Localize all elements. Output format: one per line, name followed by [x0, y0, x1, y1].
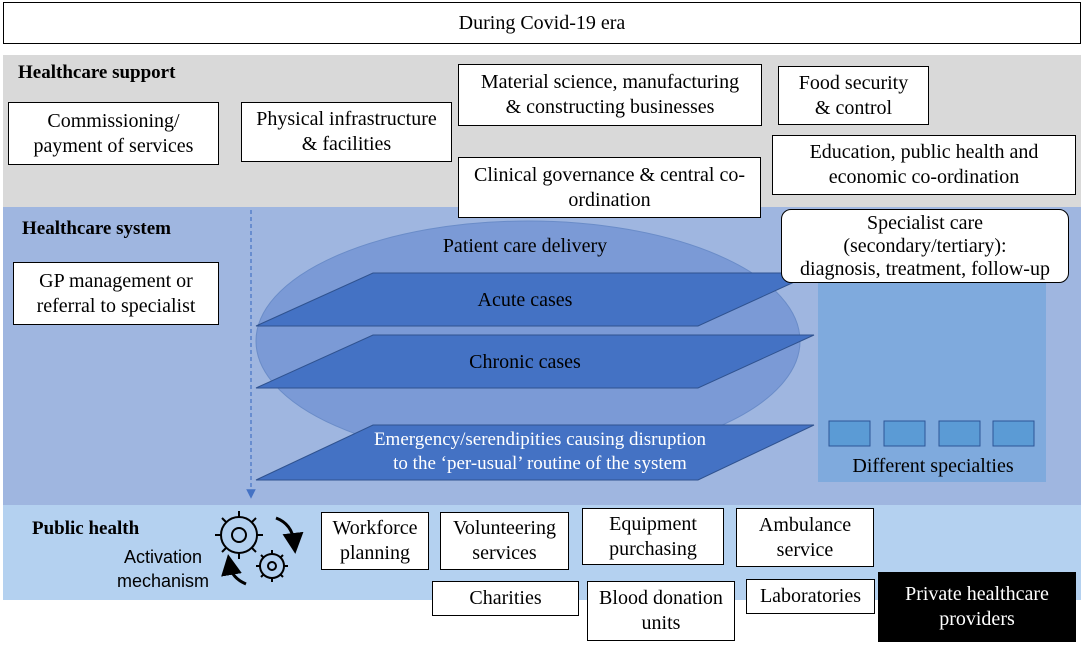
- education-text: Education, public health and economic co…: [809, 141, 1039, 188]
- specialist-care-text: Specialist care (secondary/tertiary): di…: [800, 211, 1050, 280]
- commissioning-box: Commissioning/ payment of services: [8, 102, 219, 165]
- activation-mechanism-label: Activation mechanism: [116, 547, 210, 591]
- volunteering-services-text: Volunteering services: [453, 517, 556, 564]
- charities-text: Charities: [469, 587, 542, 609]
- food-security-text: Food security & control: [798, 71, 909, 119]
- specialty-box-1: [828, 420, 871, 447]
- material-science-text: Material science, manufacturing & constr…: [480, 71, 740, 118]
- acute-cases-plane: [255, 272, 815, 327]
- healthcare-support-heading: Healthcare support: [18, 62, 176, 83]
- patient-care-delivery-label: Patient care delivery: [442, 235, 608, 257]
- equipment-purchasing-box: Equipment purchasing: [582, 508, 724, 565]
- gears-icon: [215, 511, 288, 582]
- education-box: Education, public health and economic co…: [772, 135, 1076, 195]
- gp-management-text: GP management or referral to specialist: [36, 269, 196, 317]
- commissioning-text: Commissioning/ payment of services: [33, 109, 194, 157]
- blood-donation-box: Blood donation units: [587, 581, 735, 641]
- chronic-cases-plane: [255, 334, 815, 389]
- emergency-label: Emergency/serendipities causing disrupti…: [373, 429, 707, 474]
- volunteering-services-box: Volunteering services: [440, 512, 569, 570]
- physical-infrastructure-box: Physical infrastructure & facilities: [241, 102, 452, 162]
- ambulance-service-text: Ambulance service: [758, 513, 852, 561]
- specialist-care-box: Specialist care (secondary/tertiary): di…: [781, 209, 1069, 283]
- healthcare-system-heading: Healthcare system: [22, 218, 171, 239]
- physical-infrastructure-text: Physical infrastructure & facilities: [256, 108, 437, 155]
- food-security-box: Food security & control: [778, 66, 929, 125]
- laboratories-text: Laboratories: [759, 585, 862, 607]
- different-specialties-label: Different specialties: [852, 455, 1014, 477]
- specialty-panel: [818, 268, 1046, 482]
- acute-cases-label: Acute cases: [477, 289, 573, 311]
- equipment-purchasing-text: Equipment purchasing: [609, 512, 697, 560]
- specialty-box-2: [883, 420, 926, 447]
- clinical-governance-box: Clinical governance & central co- ordina…: [458, 157, 761, 218]
- specialty-box-3: [938, 420, 981, 447]
- workforce-planning-box: Workforce planning: [321, 512, 429, 570]
- material-science-box: Material science, manufacturing & constr…: [458, 64, 762, 126]
- cycle-arrows-icon: [221, 516, 304, 586]
- chronic-cases-label: Chronic cases: [469, 351, 581, 373]
- gp-management-box: GP management or referral to specialist: [13, 262, 219, 325]
- emergency-plane: [255, 424, 815, 481]
- diagram-title: During Covid-19 era: [3, 2, 1081, 44]
- blood-donation-text: Blood donation units: [599, 587, 723, 634]
- specialty-box-4: [992, 420, 1035, 447]
- private-providers-box: Private healthcare providers: [878, 572, 1076, 642]
- ambulance-service-box: Ambulance service: [736, 508, 874, 567]
- laboratories-box: Laboratories: [746, 579, 875, 614]
- workforce-planning-text: Workforce planning: [332, 517, 418, 564]
- clinical-governance-text: Clinical governance & central co- ordina…: [474, 163, 745, 211]
- charities-box: Charities: [432, 581, 579, 616]
- diagram-title-text: During Covid-19 era: [458, 11, 626, 34]
- private-providers-text: Private healthcare providers: [905, 583, 1049, 630]
- public-health-heading: Public health: [32, 518, 140, 539]
